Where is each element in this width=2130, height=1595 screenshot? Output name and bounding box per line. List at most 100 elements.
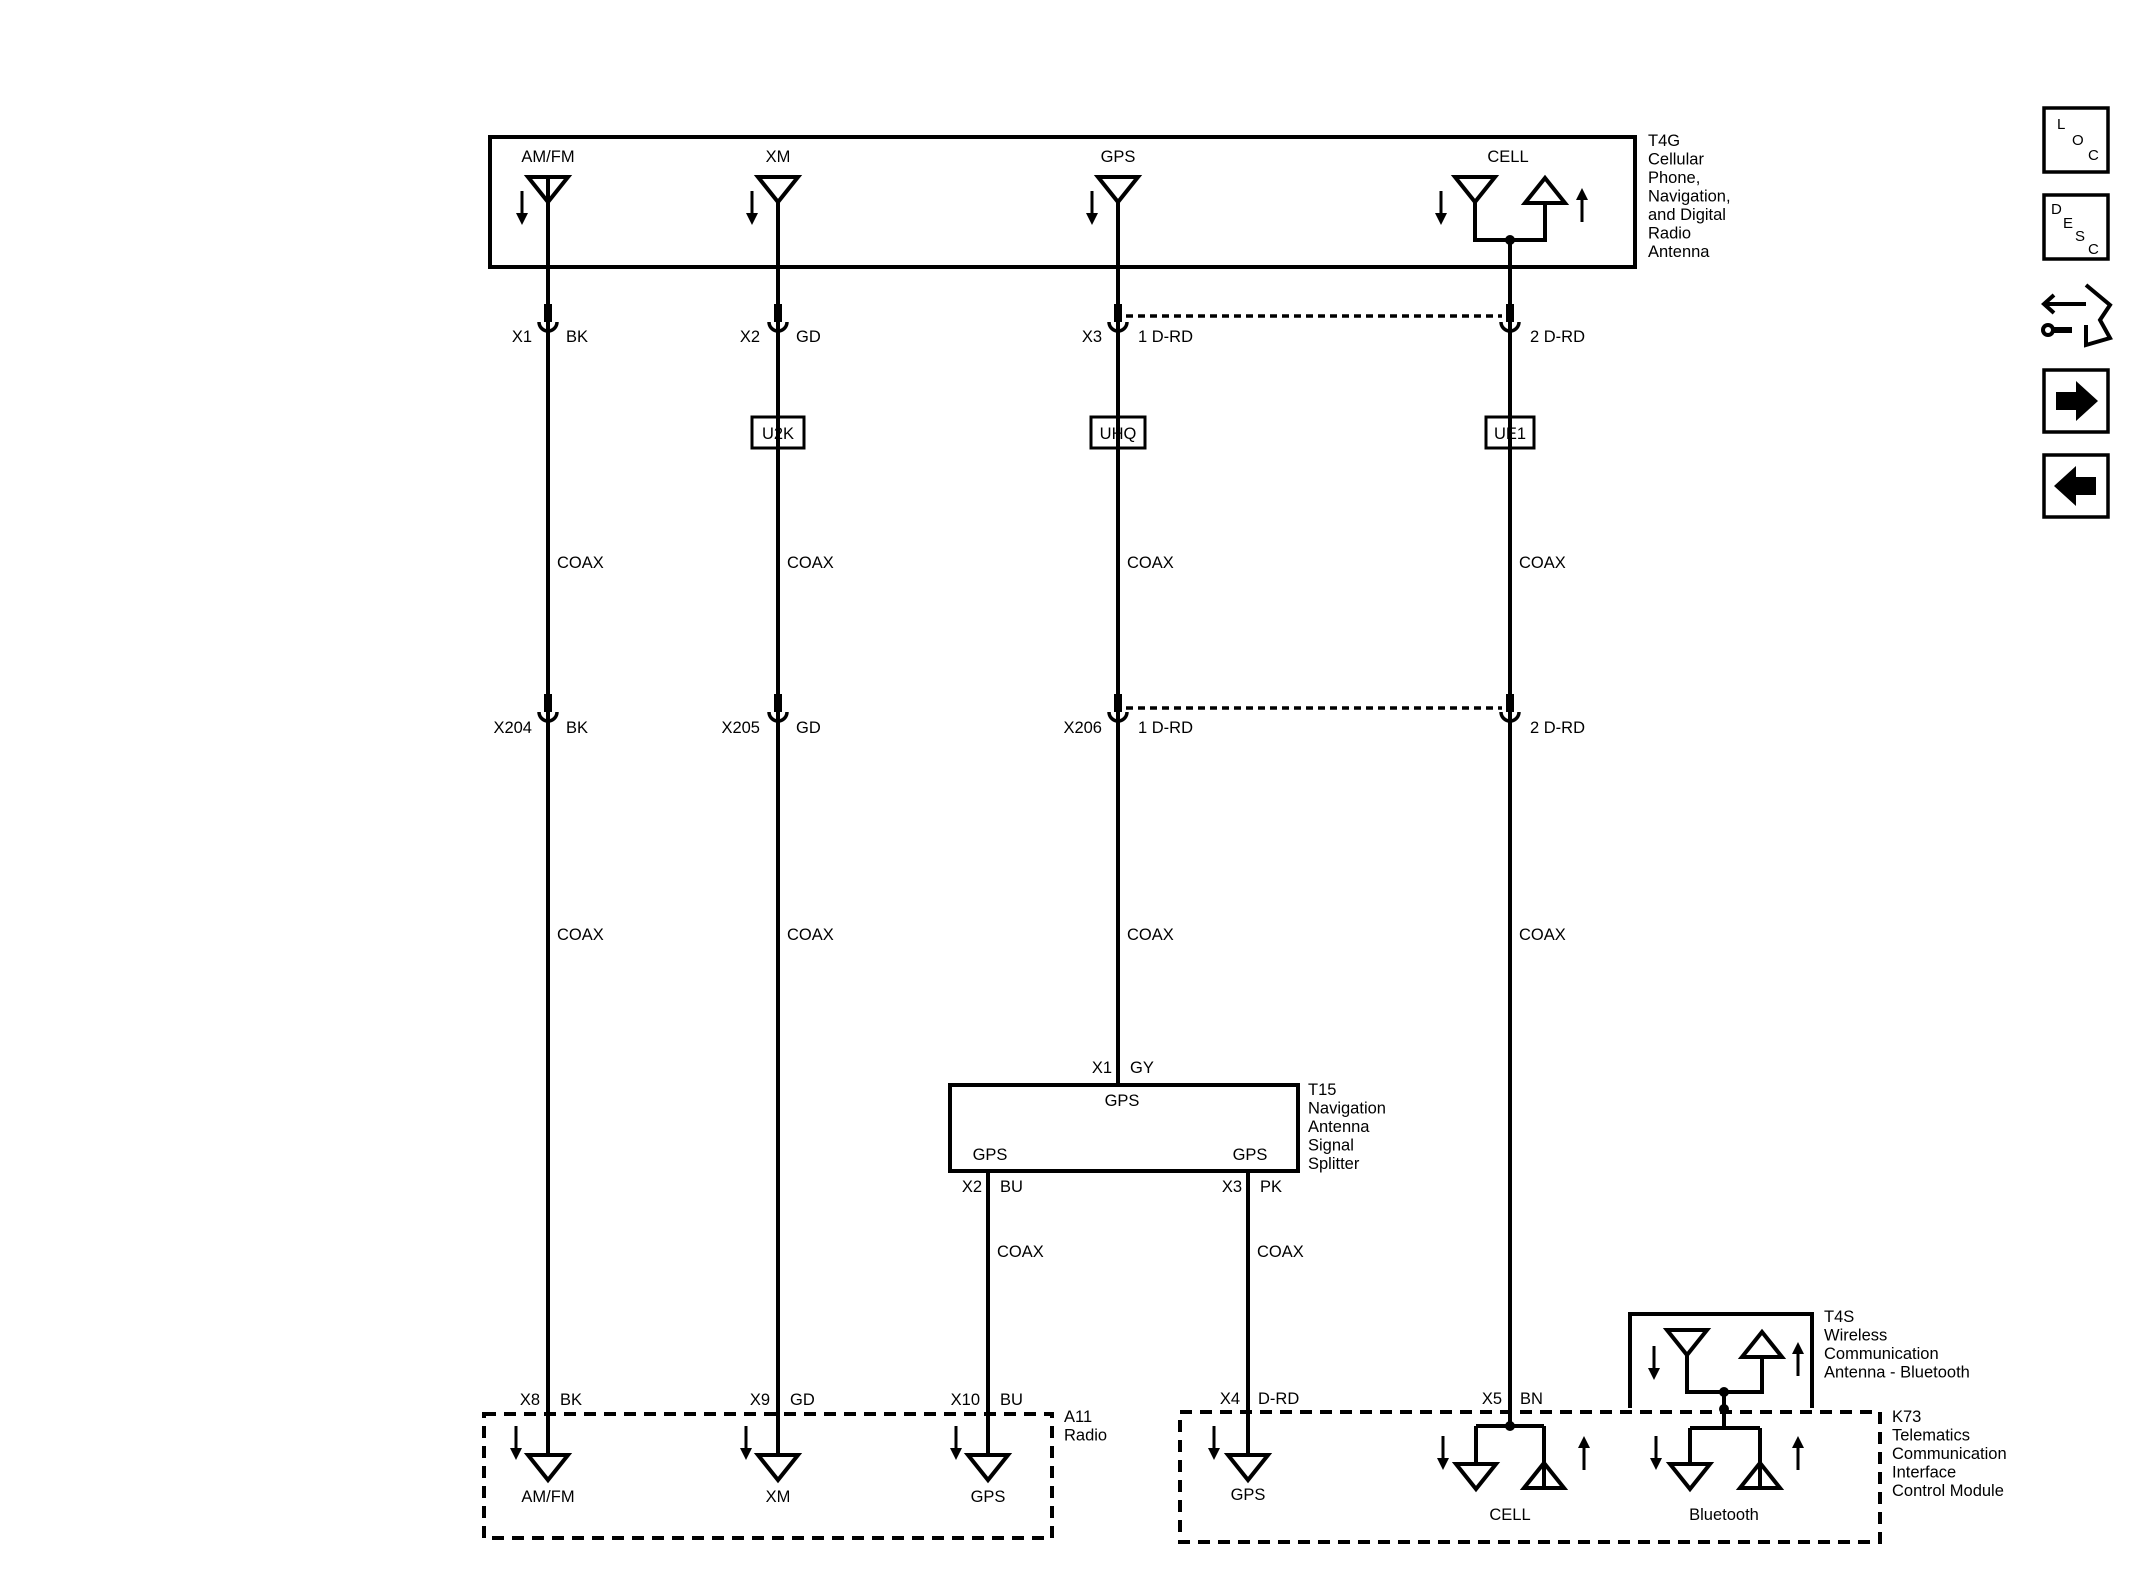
wire-color-label: GY xyxy=(1130,1059,1154,1077)
splice-box xyxy=(1484,415,1536,450)
connectors-mid: X204 BK X205 GD X206 1 D-RD 2 D-RD xyxy=(493,694,1585,737)
splice-label: UHQ xyxy=(1100,425,1137,443)
module-t15: X1 GY GPS GPS GPS X2 BU X3 PK T15 Naviga… xyxy=(948,1059,1391,1196)
coax-label: COAX xyxy=(997,1243,1044,1261)
t15-in-label: GPS xyxy=(1105,1092,1140,1110)
coax-label: COAX xyxy=(787,926,834,944)
desc-button-icon: D E S C xyxy=(2051,201,2099,258)
svg-text:C: C xyxy=(2088,241,2099,258)
t15-label: T15 Navigation Antenna Signal Splitter xyxy=(1308,1081,1391,1173)
desc-button[interactable]: D E S C xyxy=(2042,193,2110,261)
wire-color-label: BU xyxy=(1000,1178,1023,1196)
wire-color-label: D-RD xyxy=(1258,1390,1299,1408)
k73-gps-antenna-icon xyxy=(1206,1424,1273,1484)
t4s-bluetooth-antenna-icon xyxy=(1646,1328,1806,1397)
a11-xm-antenna-icon xyxy=(738,1424,803,1484)
a11-label: A11 Radio xyxy=(1064,1408,1107,1445)
coax-label: COAX xyxy=(1127,926,1174,944)
t4g-label: T4G Cellular Phone, Navigation, and Digi… xyxy=(1648,132,1735,261)
connector-tool-button[interactable] xyxy=(2040,278,2113,350)
pin-label: X9 xyxy=(750,1391,770,1409)
k73-label: K73 Telematics Communication Interface C… xyxy=(1892,1408,2011,1500)
a11-port-gps: GPS xyxy=(971,1488,1006,1506)
pin-label: X1 xyxy=(1092,1059,1112,1077)
splice-box xyxy=(1089,415,1147,450)
a11-amfm-antenna-icon xyxy=(508,1424,573,1484)
t4g-cell-antenna-icon xyxy=(1433,174,1590,245)
pin-label: X4 xyxy=(1220,1390,1240,1408)
loc-button-icon: L O C xyxy=(2057,116,2099,164)
pin-label: X3 xyxy=(1222,1178,1242,1196)
t4g-port-xm: XM xyxy=(766,148,791,166)
t4g-port-gps: GPS xyxy=(1101,148,1136,166)
wire-color-label: BU xyxy=(1000,1391,1023,1409)
module-t4g: AM/FM XM GPS CELL T4G Cellular Phone, Na… xyxy=(488,132,1735,269)
wire-color-label: BN xyxy=(1520,1390,1543,1408)
k73-port-cell: CELL xyxy=(1489,1506,1530,1524)
connector-tool-icon xyxy=(2041,283,2113,348)
svg-text:L: L xyxy=(2057,116,2065,133)
connectors-top: X1 BK X2 GD X3 1 D-RD 2 D-RD xyxy=(512,304,1585,346)
pin-label: X3 xyxy=(1082,328,1102,346)
wire-color-label: BK xyxy=(560,1391,582,1409)
wire-color-label: 2 D-RD xyxy=(1530,719,1585,737)
coax-label: COAX xyxy=(557,554,604,572)
arrow-left-icon xyxy=(2054,466,2096,506)
t4g-xm-antenna-icon xyxy=(744,175,803,227)
svg-text:C: C xyxy=(2088,147,2099,164)
splice-box xyxy=(750,415,806,450)
svg-text:D: D xyxy=(2051,201,2062,218)
wire-color-label: GD xyxy=(796,328,821,346)
coax-labels: COAX COAX COAX COAX COAX COAX COAX COAX … xyxy=(557,554,1566,1261)
nav-toolbar: L O C D E S C xyxy=(2040,106,2113,519)
previous-page-button[interactable] xyxy=(2042,453,2110,519)
pin-label: X206 xyxy=(1063,719,1102,737)
t15-out-right-label: GPS xyxy=(1233,1146,1268,1164)
coax-label: COAX xyxy=(1519,554,1566,572)
pin-label: X8 xyxy=(520,1391,540,1409)
wire-color-label: PK xyxy=(1260,1178,1282,1196)
a11-port-xm: XM xyxy=(766,1488,791,1506)
t4g-gps-antenna-icon xyxy=(1084,175,1143,227)
pin-label: X5 xyxy=(1482,1390,1502,1408)
splice-label: UE1 xyxy=(1494,425,1526,443)
a11-outline xyxy=(482,1412,1054,1540)
coax-label: COAX xyxy=(1519,926,1566,944)
pin-label: X1 xyxy=(512,328,532,346)
t15-outline xyxy=(948,1083,1300,1173)
k73-port-bluetooth: Bluetooth xyxy=(1689,1506,1759,1524)
pin-label: X205 xyxy=(721,719,760,737)
t4g-outline xyxy=(488,135,1637,269)
a11-port-amfm: AM/FM xyxy=(521,1488,574,1506)
splice-label: U2K xyxy=(762,425,794,443)
wire-color-label: 1 D-RD xyxy=(1138,328,1193,346)
wire-color-label: 2 D-RD xyxy=(1530,328,1585,346)
arrow-right-icon xyxy=(2056,381,2098,421)
coax-label: COAX xyxy=(557,926,604,944)
svg-text:O: O xyxy=(2072,132,2084,149)
t4s-label: T4S Wireless Communication Antenna - Blu… xyxy=(1824,1308,1970,1382)
wire-color-label: GD xyxy=(796,719,821,737)
wire-color-label: BK xyxy=(566,719,588,737)
k73-cell-antenna-icon xyxy=(1435,1421,1592,1493)
t4g-port-cell: CELL xyxy=(1487,148,1528,166)
module-t4s: T4S Wireless Communication Antenna - Blu… xyxy=(1628,1308,1970,1408)
wires xyxy=(546,202,1512,1455)
t4g-port-amfm: AM/FM xyxy=(521,148,574,166)
pin-label: X10 xyxy=(951,1391,980,1409)
loc-button[interactable]: L O C xyxy=(2042,106,2110,174)
splices: U2K UHQ UE1 xyxy=(750,415,1536,450)
svg-text:E: E xyxy=(2063,215,2073,232)
wire-color-label: 1 D-RD xyxy=(1138,719,1193,737)
a11-gps-antenna-icon xyxy=(948,1424,1013,1484)
k73-port-gps: GPS xyxy=(1231,1486,1266,1504)
pin-label: X204 xyxy=(493,719,532,737)
pin-label: X2 xyxy=(962,1178,982,1196)
coax-label: COAX xyxy=(1257,1243,1304,1261)
coax-label: COAX xyxy=(1127,554,1174,572)
k73-bluetooth-antenna-icon xyxy=(1648,1392,1806,1493)
next-page-button[interactable] xyxy=(2042,368,2110,434)
t15-out-left-label: GPS xyxy=(973,1146,1008,1164)
t4g-amfm-antenna-icon xyxy=(514,175,573,227)
